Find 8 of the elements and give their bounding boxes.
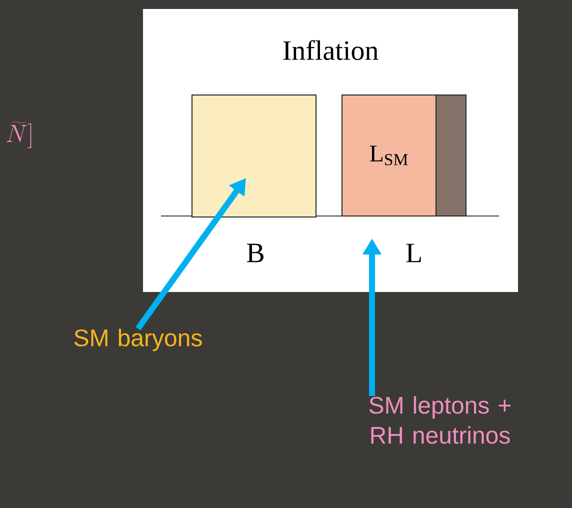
handwritten-note: SM leptons + RH neutrinos <box>369 396 510 444</box>
axis-label: B <box>246 244 264 262</box>
handwritten-note: SM baryons <box>74 328 202 352</box>
bar-box <box>436 94 466 216</box>
formula-fragment: $\widetilde{N}]$ <box>6 122 32 148</box>
bar-box: L$_{SM}$ <box>342 94 436 216</box>
bar-box <box>192 94 316 218</box>
axis-label: L <box>406 244 421 262</box>
